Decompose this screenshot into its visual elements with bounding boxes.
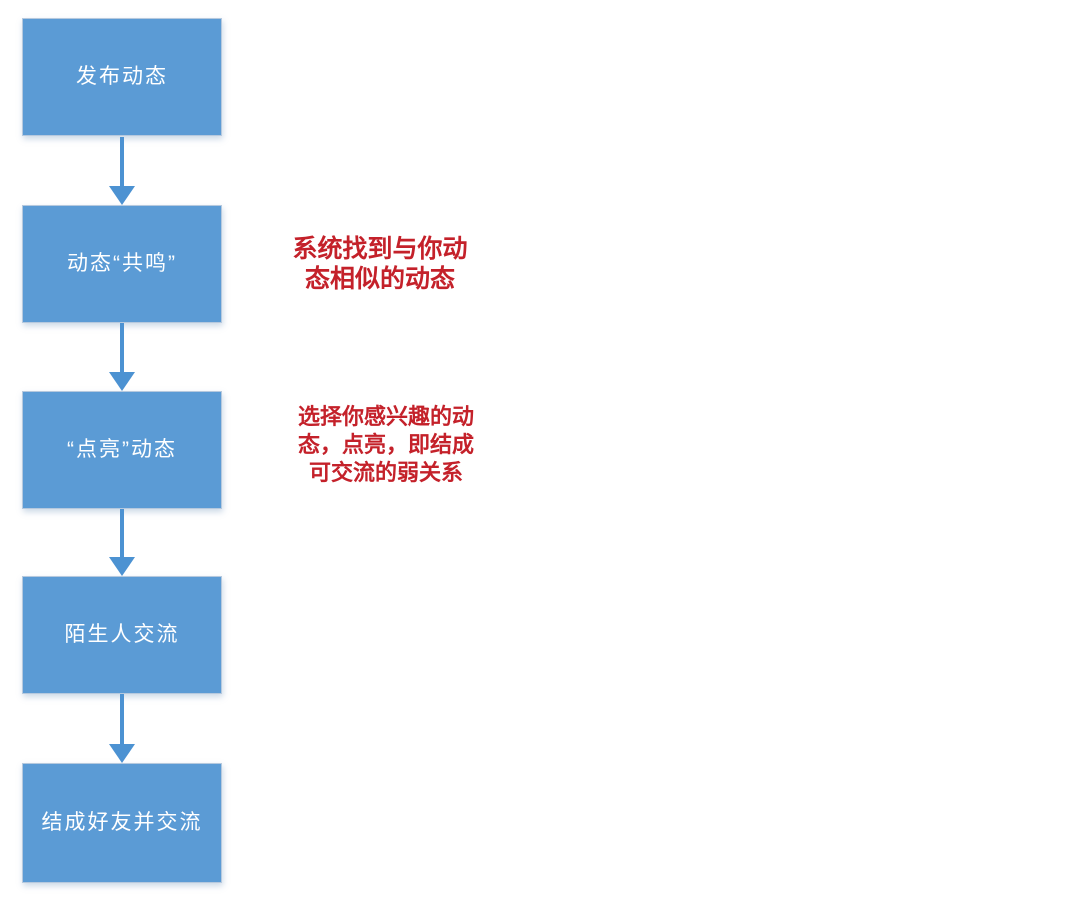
flow-node-label: 陌生人交流 (64, 623, 180, 647)
flow-node-stranger-chat: 陌生人交流 (22, 576, 222, 694)
arrow-down-icon (22, 509, 222, 576)
arrow-shaft (120, 509, 124, 557)
flow-node-become-friends: 结成好友并交流 (22, 763, 222, 883)
arrow-shaft (120, 137, 124, 186)
flow-node-label: “点亮”动态 (67, 438, 177, 462)
arrow-head (109, 186, 135, 205)
flow-node-resonance: 动态“共鸣” (22, 205, 222, 323)
arrow-head (109, 372, 135, 391)
flow-node-label: 发布动态 (76, 65, 168, 89)
arrow-shaft (120, 694, 124, 744)
arrow-down-icon (22, 694, 222, 763)
flow-node-label: 动态“共鸣” (67, 252, 177, 276)
annotation-light-up-note: 选择你感兴趣的动 态，点亮，即结成 可交流的弱关系 (276, 403, 496, 487)
arrow-shaft (120, 323, 124, 372)
annotation-line: 态，点亮，即结成 (297, 432, 474, 457)
flow-node-label: 结成好友并交流 (41, 811, 203, 835)
annotation-line: 态相似的动态 (304, 265, 455, 293)
arrow-down-icon (22, 323, 222, 391)
flow-node-light-up: “点亮”动态 (22, 391, 222, 509)
annotation-resonance-note: 系统找到与你动 态相似的动态 (270, 234, 490, 294)
annotation-line: 可交流的弱关系 (308, 460, 463, 485)
annotation-line: 选择你感兴趣的动 (297, 404, 474, 429)
flow-node-publish-update: 发布动态 (22, 18, 222, 136)
arrow-head (109, 744, 135, 763)
arrow-down-icon (22, 137, 222, 205)
annotation-line: 系统找到与你动 (292, 235, 468, 263)
arrow-head (109, 557, 135, 576)
